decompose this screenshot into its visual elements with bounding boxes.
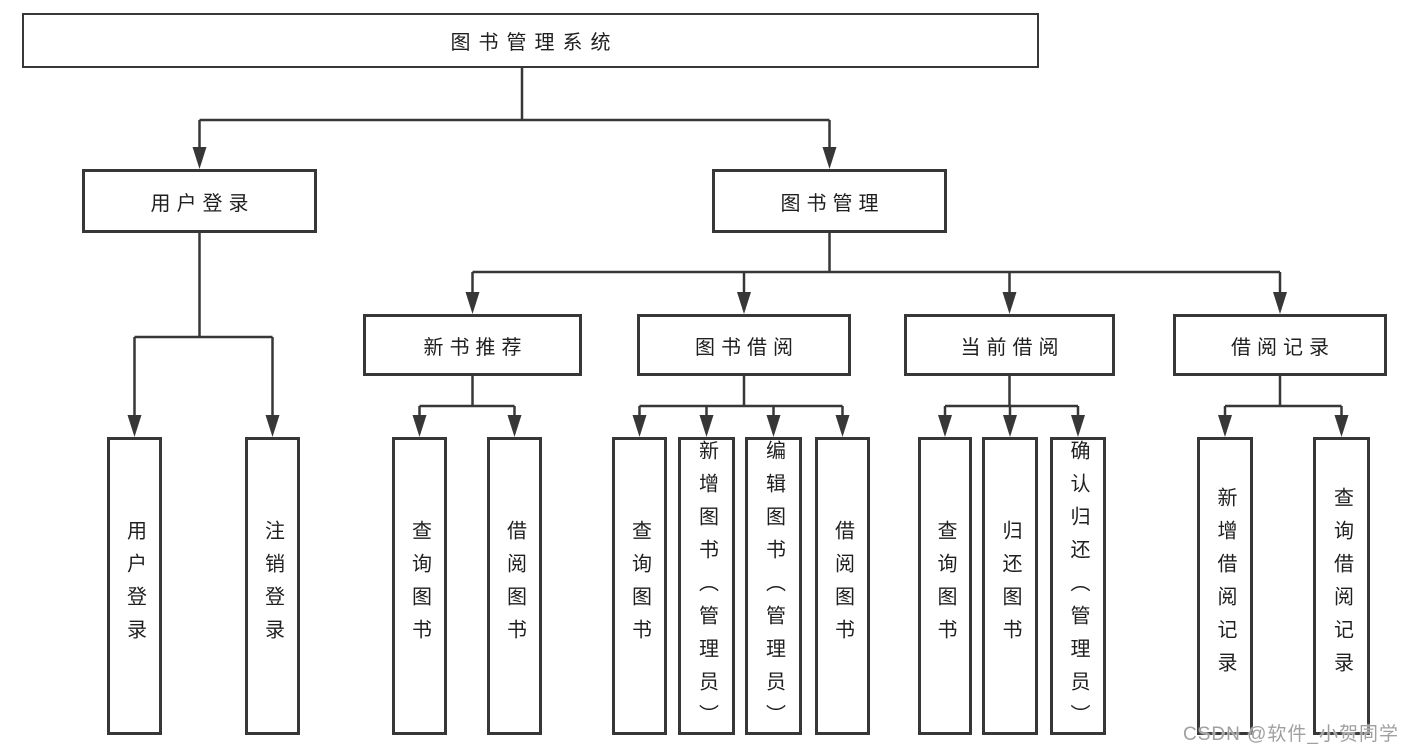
node-current-borrowing: 当前借阅 xyxy=(904,314,1115,376)
csdn-watermark: CSDN @软件_小贺同学 xyxy=(1183,724,1399,745)
connector-book-borrow-children xyxy=(632,376,850,437)
leaf-add-borrow-record: 新增借阅记录 xyxy=(1197,437,1253,735)
leaf-confirm-return-admin: 确认归还（管理员） xyxy=(1050,437,1106,737)
leaf-query-books-borrow: 查询图书 xyxy=(612,437,667,735)
node-borrowing-records: 借阅记录 xyxy=(1173,314,1387,376)
node-user-login: 用户登录 xyxy=(82,169,317,233)
connector-current-borrow-children xyxy=(938,376,1085,437)
node-book-borrowing: 图书借阅 xyxy=(637,314,851,376)
connector-root-to-level2 xyxy=(192,68,837,169)
leaf-borrow-books-recommend: 借阅图书 xyxy=(487,437,542,735)
connector-user-login-children xyxy=(127,233,280,437)
leaf-return-books: 归还图书 xyxy=(982,437,1038,735)
leaf-logout: 注销登录 xyxy=(245,437,300,735)
node-book-management: 图书管理 xyxy=(712,169,947,233)
leaf-user-login: 用户登录 xyxy=(107,437,162,735)
node-new-book-recommend: 新书推荐 xyxy=(363,314,582,376)
connector-new-book-children xyxy=(412,376,522,437)
leaf-add-books-admin: 新增图书（管理员） xyxy=(678,437,735,737)
leaf-query-books-recommend: 查询图书 xyxy=(392,437,447,735)
leaf-edit-books-admin: 编辑图书（管理员） xyxy=(745,437,802,737)
connector-book-mgmt-to-level3 xyxy=(465,233,1287,314)
node-root-library-system: 图书管理系统 xyxy=(22,13,1039,68)
leaf-query-books-current: 查询图书 xyxy=(918,437,972,735)
leaf-query-borrow-record: 查询借阅记录 xyxy=(1313,437,1370,735)
connector-borrow-records-children xyxy=(1218,376,1349,437)
leaf-borrow-books: 借阅图书 xyxy=(815,437,870,735)
